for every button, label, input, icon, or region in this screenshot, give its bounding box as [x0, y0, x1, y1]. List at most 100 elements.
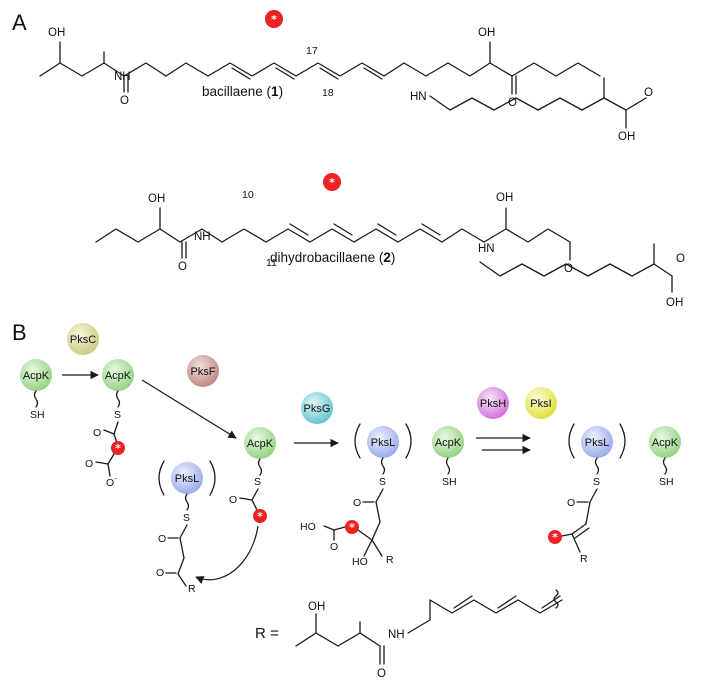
r-label: R — [386, 554, 394, 566]
phosphopantetheine-wavy — [594, 457, 600, 475]
bond — [571, 533, 581, 553]
r-left-chain — [295, 632, 381, 647]
ho-label: HO — [300, 521, 316, 533]
s-label: S — [114, 409, 121, 421]
dihydro-c10: 10 — [242, 189, 254, 201]
pksg-enzyme: PksG — [301, 392, 333, 424]
dihydro-acid-chain — [479, 261, 655, 277]
pksl-domain — [367, 426, 399, 458]
pksc-domain — [67, 323, 99, 355]
dihydro-left-chain — [95, 228, 267, 243]
acpk-free: AcpK SH — [20, 359, 52, 421]
pksf-domain — [187, 355, 219, 387]
pksl-domain — [171, 462, 203, 494]
caption-name: bacillaene ( — [202, 84, 272, 99]
charge-label: - — [114, 474, 117, 483]
pksg-domain — [301, 392, 333, 424]
caption-number: 1 — [271, 84, 279, 99]
o-label: O — [106, 477, 114, 489]
o-label: O — [158, 533, 166, 545]
bracket-right — [209, 460, 216, 496]
bond — [319, 67, 339, 80]
pksi-label: PksI — [530, 398, 551, 410]
final-intermediate: PksL S O R * AcpK SH — [548, 423, 681, 565]
bacillaene-polyene — [165, 62, 427, 77]
red-marker-icon — [265, 10, 283, 28]
bracket-right — [405, 423, 412, 459]
bond — [177, 557, 185, 575]
acpk-label: AcpK — [652, 437, 679, 449]
o-label: O — [567, 497, 575, 509]
bacillaene-caption: bacillaene (1) — [202, 84, 283, 99]
panel-a-letter: A — [12, 10, 27, 35]
dihydro-tail — [483, 228, 571, 243]
pksl-label: PksL — [175, 473, 199, 485]
o-label: O — [229, 494, 237, 506]
pksi-enzyme: PksI — [525, 387, 557, 419]
acpk-domain — [102, 359, 134, 391]
r-attachment-wavy — [553, 589, 559, 609]
bond — [625, 97, 647, 111]
pksc-enzyme: PksC — [67, 323, 99, 355]
r-polyene — [407, 599, 563, 634]
acpk-label: AcpK — [105, 370, 132, 382]
dihydro-nh-left: NH — [194, 231, 211, 243]
acpk-domain — [649, 426, 681, 458]
r-nh-label: NH — [388, 629, 405, 641]
dihydrobacillaene-caption: dihydrobacillaene (2) — [270, 250, 395, 265]
red-marker-icon — [548, 530, 562, 544]
caption-close: ) — [391, 250, 396, 265]
bond — [453, 595, 473, 609]
pksc-label: PksC — [70, 334, 96, 346]
pksg-label: PksG — [304, 403, 331, 415]
bond — [251, 488, 259, 501]
r-label: R — [580, 553, 588, 565]
panel-b-letter: B — [12, 320, 27, 345]
acpk-domain — [432, 426, 464, 458]
red-marker-icon — [345, 520, 359, 534]
ho-label: HO — [352, 556, 368, 568]
caption-name: dihydrobacillaene ( — [270, 250, 384, 265]
bond — [289, 223, 309, 236]
bacillaene-o-right: O — [508, 97, 517, 109]
dihydro-polyene — [265, 228, 485, 243]
marker-star: * — [552, 531, 558, 544]
bracket-right — [619, 423, 626, 459]
bacillaene-c18: 18 — [322, 87, 334, 99]
bond — [561, 533, 573, 537]
bacillaene-nh-left: NH — [114, 71, 131, 83]
s-label: S — [593, 476, 600, 488]
hmg-intermediate: PksL S O R HO * O HO AcpK SH — [300, 423, 464, 568]
acpk-malonyl-docked: AcpK S O * — [195, 427, 276, 584]
bond — [371, 539, 383, 557]
bond — [231, 67, 251, 80]
pksl-label: PksL — [371, 437, 395, 449]
bacillaene-c17: 17 — [306, 45, 318, 57]
bacillaene-amide-chain — [511, 62, 601, 77]
s-label: S — [379, 476, 386, 488]
bacillaene-acid-chain — [429, 95, 605, 111]
bacillaene-left-chain — [39, 62, 167, 77]
dihydrobacillaene-structure — [95, 207, 673, 293]
acpk-malonyl: AcpK S O * O O- — [85, 359, 134, 489]
o-label: O — [93, 427, 101, 439]
pksl-label: PksL — [585, 437, 609, 449]
bacillaene-o-acid: O — [644, 87, 653, 99]
sh-label: SH — [30, 409, 45, 421]
bond — [589, 488, 598, 503]
bond — [107, 463, 111, 477]
s-label: S — [183, 512, 190, 524]
caption-close: ) — [279, 84, 284, 99]
bond — [95, 461, 109, 465]
o-label: O — [156, 567, 164, 579]
bond — [363, 539, 373, 557]
acpk-domain — [20, 359, 52, 391]
pksi-domain — [525, 387, 557, 419]
phosphopantetheine-wavy — [33, 390, 39, 408]
bond — [497, 595, 517, 609]
s-label: S — [254, 476, 261, 488]
phosphopantetheine-wavy — [445, 457, 451, 475]
bacillaene-oh-top: OH — [478, 27, 495, 39]
acpk-domain — [244, 427, 276, 459]
